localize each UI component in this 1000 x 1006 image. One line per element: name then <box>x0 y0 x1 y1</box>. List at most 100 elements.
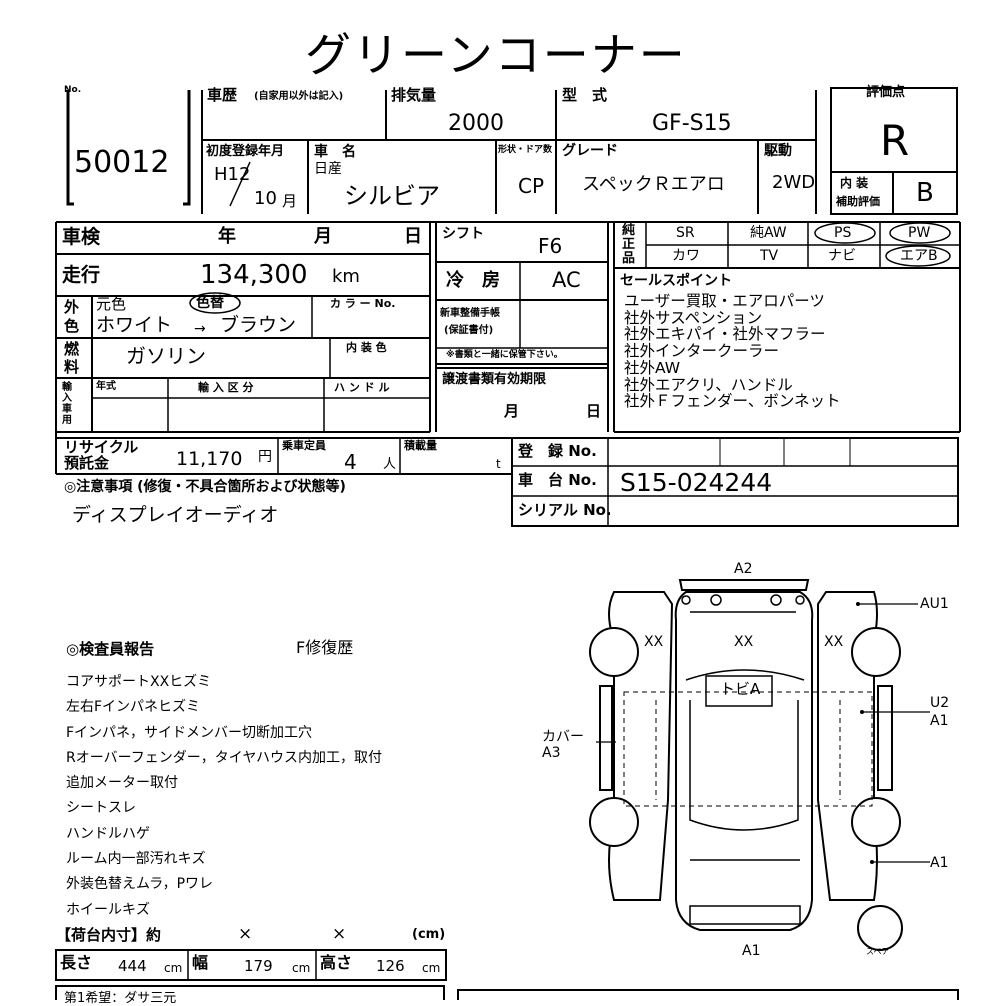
cargo-unit: (cm) <box>412 927 446 942</box>
inspection-label: 車検 <box>62 226 101 248</box>
cargo-width-label: 幅 <box>192 953 209 972</box>
cargo-height: 126 <box>376 957 405 975</box>
inspector-item: ホイールキズ <box>66 901 150 918</box>
inspector-item: 外装色替えムラ，Pワレ <box>66 876 214 893</box>
page-title: グリーンコーナー <box>305 28 687 82</box>
inspector-item: Rオーバーフェンダー，タイヤハウス内加工，取付 <box>66 749 383 766</box>
capacity-label: 乗車定員 <box>282 439 326 452</box>
equipment-ps: PS <box>834 225 852 241</box>
chassis-value: S15-024244 <box>620 468 773 497</box>
load-unit: t <box>496 457 501 471</box>
transfer-label: 譲渡書類有効期限 <box>442 372 547 387</box>
inspector-item: シートスレ <box>66 800 136 817</box>
sales-point-item: 社外エキパイ・社外マフラー <box>624 325 826 344</box>
serial-label: シリアル No. <box>518 501 612 519</box>
body-type-value: CP <box>518 174 545 198</box>
orig-color-label: 元色 <box>96 295 127 313</box>
cargo-length-label: 長さ <box>60 953 93 972</box>
import-type-label: 輸 入 区 分 <box>198 381 254 394</box>
score-value: R <box>880 116 910 165</box>
car-name-value: シルビア <box>344 182 440 210</box>
sales-points-label: セールスポイント <box>620 273 732 289</box>
first-reg-label: 初度登録年月 <box>206 144 285 159</box>
diagram-label-xx-left: XX <box>644 634 664 650</box>
displacement-value: 2000 <box>448 111 504 136</box>
import-year-label: 年式 <box>96 381 116 392</box>
fuel-label-2: 料 <box>64 358 80 376</box>
transfer-day: 日 <box>586 402 602 420</box>
lot-number: 50012 <box>74 145 170 180</box>
diagram-label-a2: A2 <box>734 561 753 577</box>
interior-score-value: B <box>916 178 934 208</box>
notes-label: ◎注意事項 (修復・不具合箇所および状態等) <box>64 479 346 495</box>
drive-value: 2WD <box>772 172 816 193</box>
chassis-label: 車 台 No. <box>518 471 597 489</box>
cargo-width: 179 <box>244 957 273 975</box>
cargo-label: 【荷台内寸】約 <box>56 926 162 944</box>
color-value: ホワイト <box>96 314 173 336</box>
drive-label: 駆動 <box>764 143 792 159</box>
car-diagram <box>589 579 930 951</box>
sales-point-item: 社外エアクリ、ハンドル <box>624 375 793 394</box>
diagram-label-u2: U2 <box>930 695 950 711</box>
color-arrow: → <box>194 321 206 337</box>
shift-value: F6 <box>538 234 563 258</box>
inspection-month: 月 <box>314 226 332 247</box>
inspection-year: 年 <box>218 226 236 247</box>
cargo-height-unit: cm <box>422 961 441 975</box>
maintenance-label-1: 新車整備手帳 <box>440 308 500 319</box>
color-label-2: 色 <box>64 317 80 335</box>
equipment-airbag: エアB <box>900 248 938 264</box>
notes-value: ディスプレイオーディオ <box>72 504 279 526</box>
registration-label: 登 録 No. <box>518 442 597 460</box>
diagram-label-a1-right: A1 <box>930 713 949 729</box>
import-label: 輸入車用 <box>62 382 72 426</box>
equipment-alloy-wheels: 純AW <box>750 225 787 241</box>
displacement-label: 排気量 <box>391 86 437 104</box>
ac-label: 冷 房 <box>446 270 500 291</box>
sales-point-item: 社外サスペンション <box>624 308 763 327</box>
inspector-item: ハンドルハゲ <box>66 825 150 842</box>
car-name-label: 車 名 <box>314 144 356 160</box>
first-reg-month: 10 <box>254 188 277 209</box>
recycle-label-2: 預託金 <box>64 454 110 472</box>
maintenance-note: ※書類と一緒に保管下さい。 <box>446 350 563 360</box>
load-label: 積載量 <box>404 439 437 452</box>
import-handle-label: ハ ン ド ル <box>334 381 390 394</box>
interior-score-label-2: 補助評価 <box>836 195 880 208</box>
grade-value: スペックＲエアロ <box>582 174 725 195</box>
sales-point-item: 社外Ｆフェンダー、ボンネット <box>624 392 841 411</box>
sales-point-item: ユーザー買取・エアロパーツ <box>624 292 825 310</box>
model-code-label: 型 式 <box>562 86 608 104</box>
color-value-2: ブラウン <box>220 314 297 336</box>
recycle-unit: 円 <box>258 449 272 465</box>
lot-label: No. <box>64 85 82 95</box>
interior-score-label-1: 内 装 <box>840 176 869 190</box>
equipment-sr: SR <box>676 225 695 241</box>
diagram-label-au1: AU1 <box>920 596 949 612</box>
inspector-item: ルーム内一部汚れキズ <box>66 851 206 868</box>
cargo-times-1: × <box>238 924 253 944</box>
capacity-value: 4 <box>344 450 357 474</box>
diagram-label-cover: カバー <box>542 729 584 745</box>
capacity-unit: 人 <box>383 457 397 472</box>
diagram-label-xx-center: XX <box>734 634 754 650</box>
maintenance-label-2: (保証書付) <box>444 325 494 336</box>
fuel-value: ガソリン <box>126 344 206 368</box>
diagram-label-a3: A3 <box>542 745 561 761</box>
history-note: (自家用以外は記入) <box>254 91 344 102</box>
sales-point-item: 社外インタークーラー <box>624 342 780 361</box>
fuel-label-1: 燃 <box>64 340 80 358</box>
first-reg-month-unit: 月 <box>282 192 298 210</box>
diagram-label-a1-bottom: A1 <box>742 943 761 959</box>
color-change-label: 色替 <box>196 295 224 311</box>
inspector-item: 左右Fインパネヒズミ <box>66 699 201 716</box>
equipment-tv: TV <box>760 248 779 264</box>
shift-label: シフト <box>442 226 484 242</box>
mileage-value: 134,300 <box>200 260 308 290</box>
mileage-unit: km <box>332 266 360 287</box>
inspector-label: ◎検査員報告 <box>66 640 155 658</box>
color-label-1: 外 <box>64 298 80 316</box>
diagram-label-tobi: トビA <box>720 680 761 698</box>
